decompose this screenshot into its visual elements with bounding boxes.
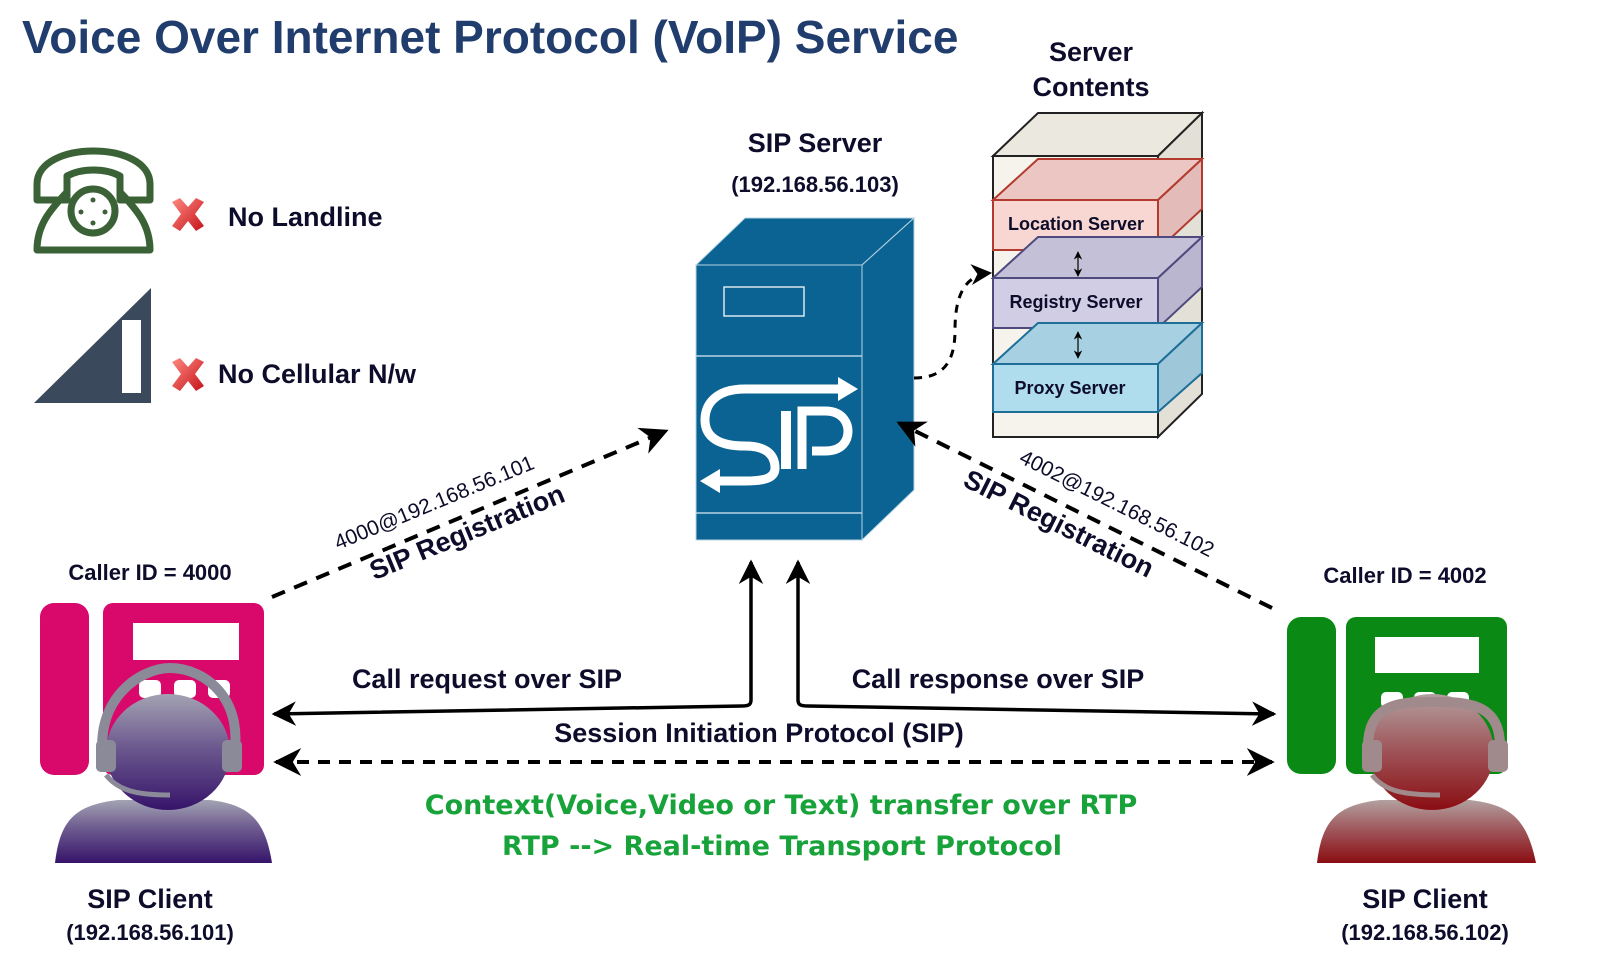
rtp-definition-label: RTP --> Real-time Transport Protocol [502,831,1062,862]
no-cellular-label: No Cellular N/w [218,359,417,389]
call-request-arrow [271,559,764,726]
no-landline-label: No Landline [228,202,383,232]
sip-server-label: SIP Server [748,128,883,158]
sip-logo [700,384,840,486]
left-registration-arrow [271,427,669,599]
red-x-icon [172,358,204,391]
registry-server-label: Registry Server [1009,292,1142,312]
call-response-label: Call response over SIP [852,664,1145,694]
cellular-legend: No Cellular N/w [34,288,417,403]
right-client-ip: (192.168.56.102) [1341,920,1509,945]
server-contents-link [913,264,993,380]
right-client-label: SIP Client [1362,884,1488,914]
server-contents-heading-line1: Server [1049,37,1134,67]
left-caller-id: Caller ID = 4000 [68,560,231,585]
left-client-ip: (192.168.56.101) [66,920,234,945]
sip-server-ip: (192.168.56.103) [731,172,899,197]
cellular-signal-icon [34,288,151,403]
right-caller-id: Caller ID = 4002 [1323,563,1486,588]
landline-phone-icon [33,147,154,254]
page-title: Voice Over Internet Protocol (VoIP) Serv… [22,11,958,63]
server-contents-heading-line2: Contents [1033,72,1150,102]
proxy-server-layer: Proxy Server [990,320,1205,415]
call-response-arrow [785,559,1277,726]
proxy-server-label: Proxy Server [1014,378,1125,398]
sip-server-icon [694,216,916,542]
sip-protocol-label: Session Initiation Protocol (SIP) [554,718,964,748]
location-server-label: Location Server [1008,214,1144,234]
red-x-icon [172,198,204,231]
call-request-label: Call request over SIP [352,664,622,694]
rtp-transfer-label: Context(Voice,Video or Text) transfer ov… [425,790,1137,821]
left-client-label: SIP Client [87,884,213,914]
registry-server-layer: Registry Server [990,234,1205,331]
left-person-headset-icon [55,662,272,863]
right-registration-arrow [896,421,1273,610]
right-person-headset-icon [1317,694,1536,863]
landline-legend: No Landline [33,147,383,254]
